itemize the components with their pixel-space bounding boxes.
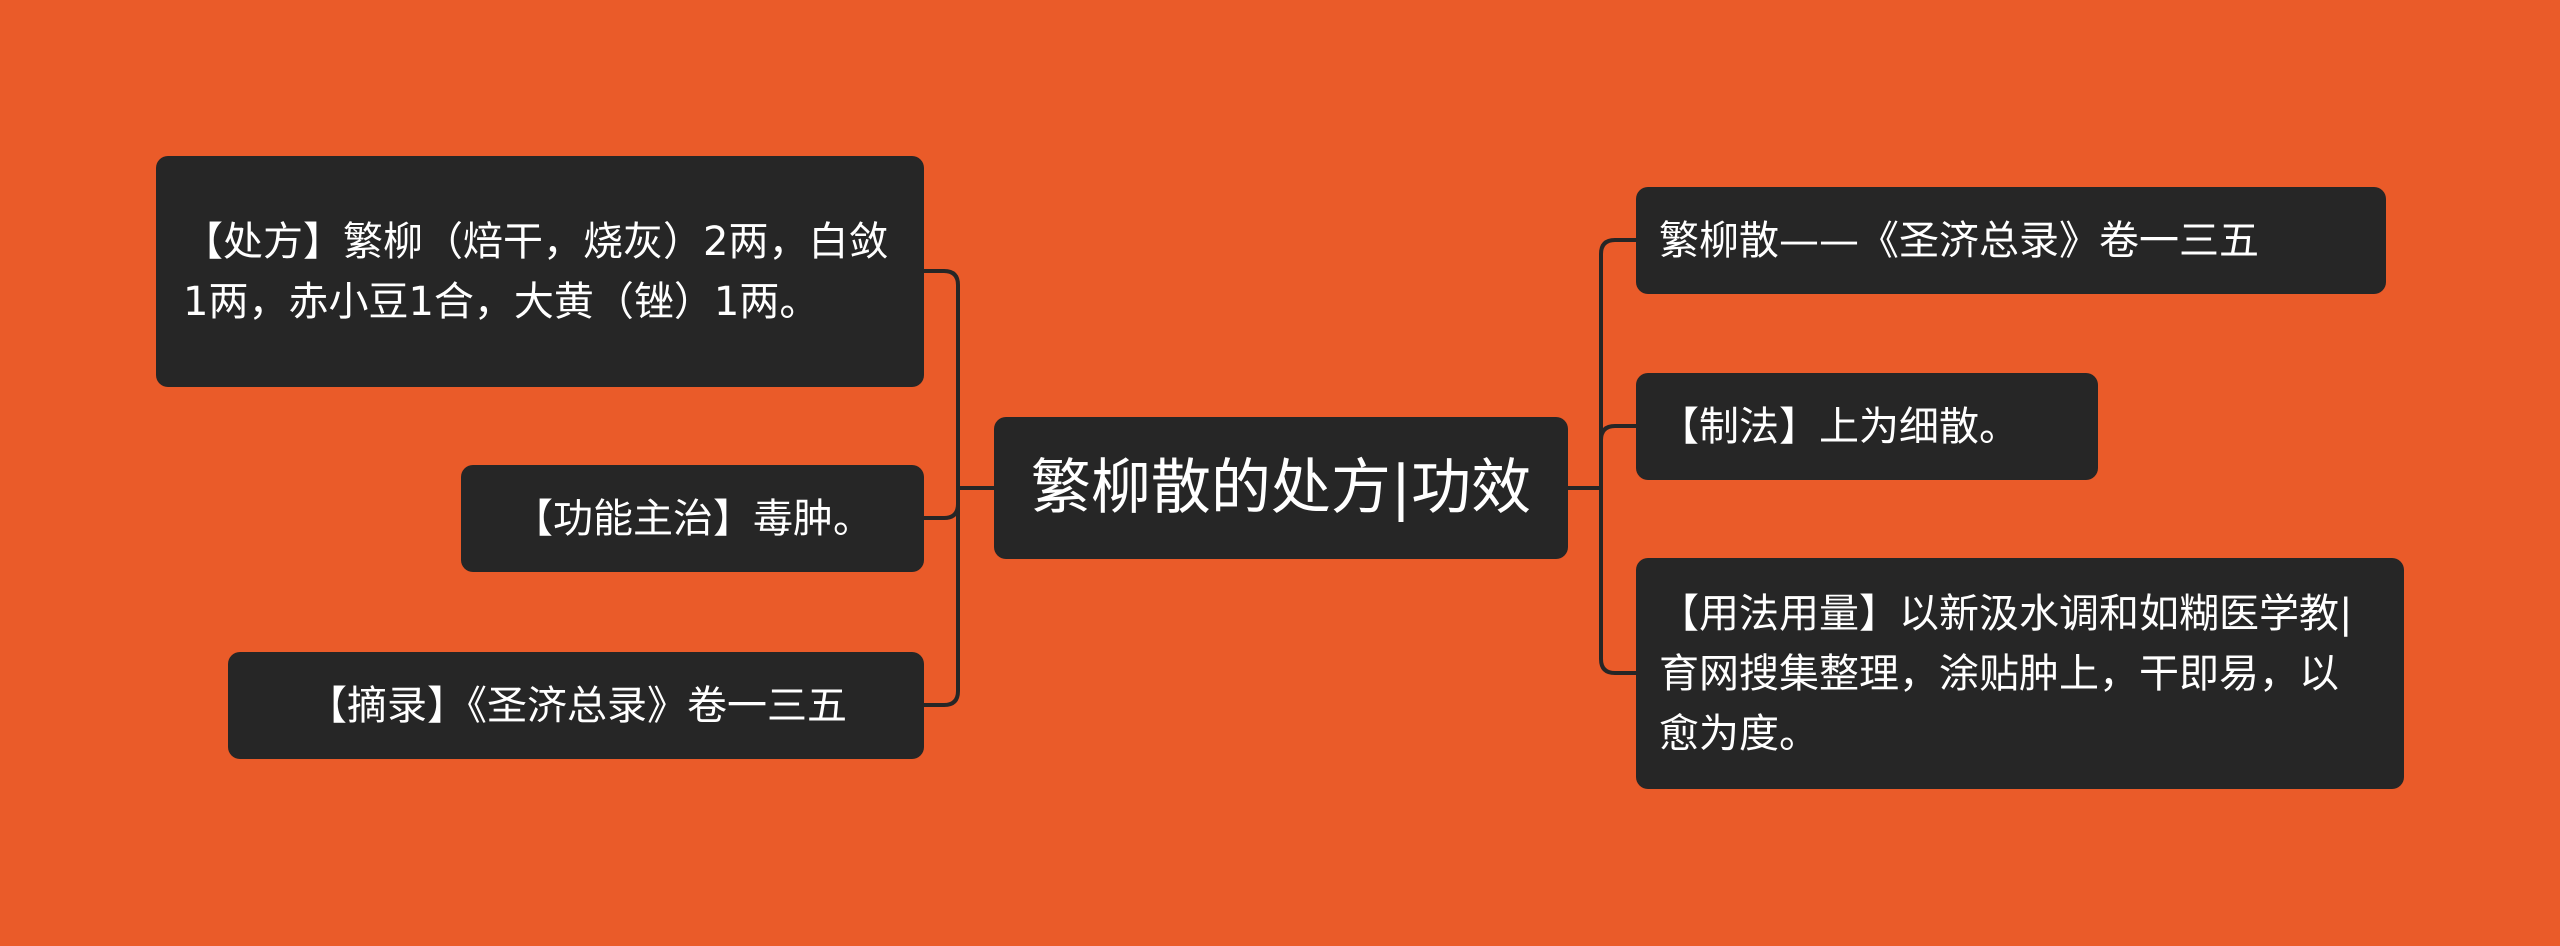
connector-right-1 — [1599, 424, 1638, 490]
branch-excerpt-text: 【摘录】《圣济总录》卷一三五 — [307, 682, 847, 729]
root-topic-label: 繁柳散的处方|功效 — [1030, 453, 1532, 523]
branch-prescription[interactable]: 【处方】繁柳（焙干，烧灰）2两，白敛1两，赤小豆1合，大黄（锉）1两。 — [156, 156, 924, 387]
branch-excerpt[interactable]: 【摘录】《圣济总录》卷一三五 — [228, 652, 924, 759]
branch-method[interactable]: 【制法】上为细散。 — [1636, 373, 2098, 480]
connector-left-0 — [922, 269, 960, 490]
branch-function[interactable]: 【功能主治】毒肿。 — [461, 465, 924, 572]
connector-right-2 — [1599, 486, 1638, 675]
branch-method-text: 【制法】上为细散。 — [1659, 403, 2019, 450]
root-topic[interactable]: 繁柳散的处方|功效 — [994, 417, 1568, 559]
connector-right-0 — [1599, 238, 1638, 490]
branch-usage-text: 【用法用量】以新汲水调和如糊医学教|育网搜集整理，涂贴肿上，干即易，以愈为度。 — [1659, 590, 2353, 757]
connector-left-1 — [922, 486, 960, 520]
branch-title[interactable]: 繁柳散——《圣济总录》卷一三五 — [1636, 187, 2386, 294]
branch-function-text: 【功能主治】毒肿。 — [513, 495, 873, 542]
branch-title-text: 繁柳散——《圣济总录》卷一三五 — [1659, 217, 2259, 264]
connector-left-2 — [922, 486, 960, 707]
branch-usage[interactable]: 【用法用量】以新汲水调和如糊医学教|育网搜集整理，涂贴肿上，干即易，以愈为度。 — [1636, 558, 2404, 789]
branch-prescription-text: 【处方】繁柳（焙干，烧灰）2两，白敛1两，赤小豆1合，大黄（锉）1两。 — [183, 218, 889, 325]
